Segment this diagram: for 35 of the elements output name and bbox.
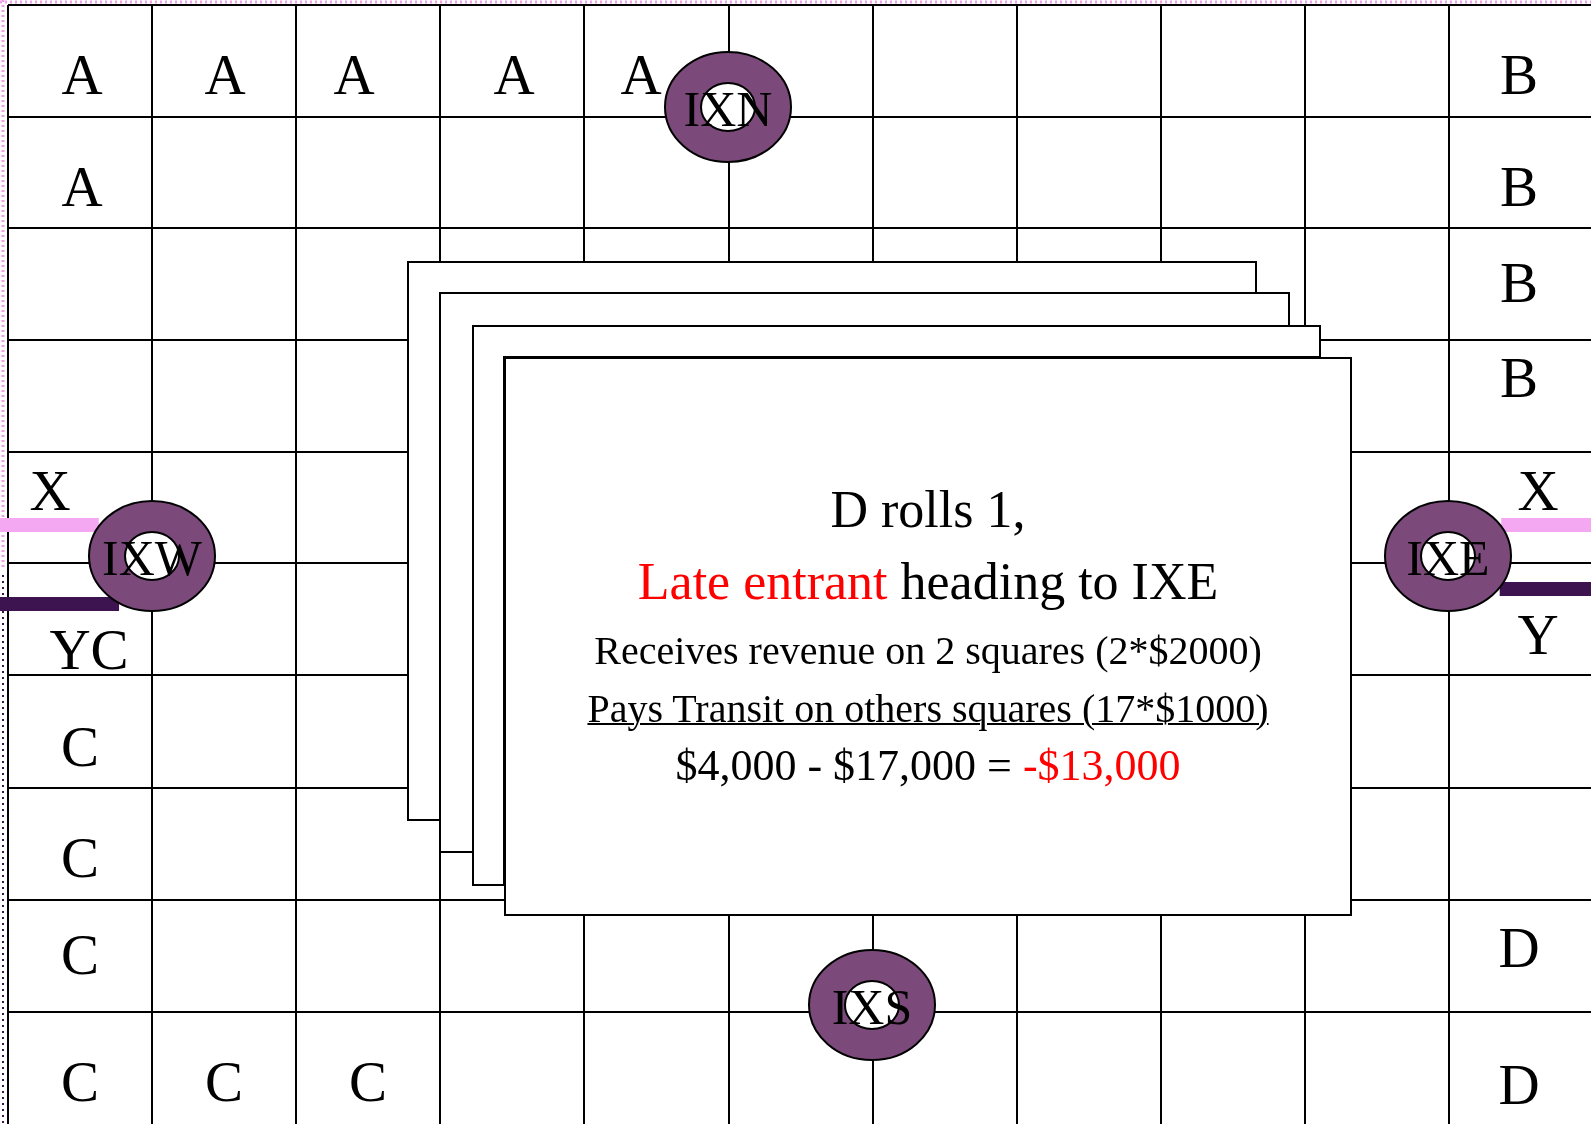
square-letter: D (1498, 918, 1540, 976)
card-heading: D rolls 1, (830, 481, 1026, 538)
result-amount: -$13,000 (1022, 741, 1181, 790)
square-letter: C (349, 1052, 387, 1110)
square-letter: C (61, 1052, 99, 1110)
connector-bar (1499, 582, 1591, 596)
square-letter: YC (49, 620, 129, 678)
square-letter: C (61, 828, 99, 886)
square-letter: C (61, 925, 99, 983)
connector-bar (1501, 518, 1591, 532)
square-letter: B (1500, 348, 1538, 406)
interchange-name: IXW (101, 533, 203, 583)
connector-bar (0, 518, 99, 532)
card-text: Receives revenue on 2 squares (2*$2000) (594, 628, 1262, 673)
card-subheading: Late entrant (637, 553, 888, 610)
square-letter: B (1500, 157, 1538, 215)
card-text: Pays Transit on others squares (17*$1000) (587, 686, 1269, 731)
square-letter: X (1517, 461, 1559, 519)
square-letter: D (1498, 1055, 1540, 1113)
card-subheading: heading to IXE (900, 553, 1219, 610)
square-letter: Y (1517, 605, 1559, 663)
square-letter: A (61, 45, 103, 103)
info-card (504, 357, 1352, 916)
square-letter: A (61, 157, 103, 215)
square-letter: A (493, 45, 535, 103)
connector-bar (0, 597, 120, 611)
square-letter: A (333, 45, 375, 103)
square-letter: X (29, 461, 71, 519)
square-letter: B (1500, 253, 1538, 311)
square-letter: B (1500, 45, 1538, 103)
square-letter: C (61, 717, 99, 775)
square-letter: A (204, 45, 246, 103)
square-letter: A (620, 45, 662, 103)
square-letter: C (205, 1052, 243, 1110)
card-text: $4,000 - $17,000 = (675, 741, 1012, 790)
